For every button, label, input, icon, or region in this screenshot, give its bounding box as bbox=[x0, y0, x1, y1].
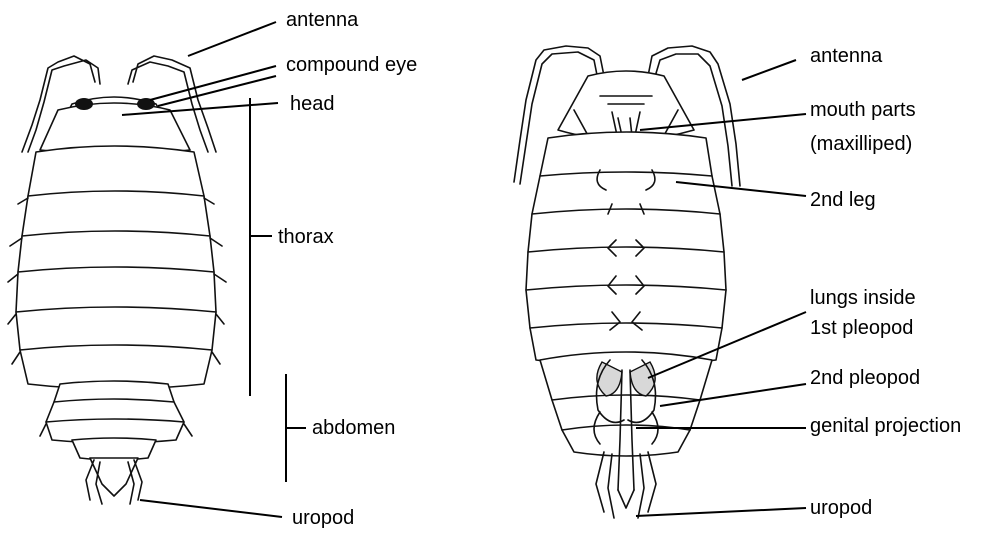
label-abdomen: abdomen bbox=[312, 417, 395, 439]
dorsal-left-eye bbox=[75, 98, 93, 110]
label-compound-eye: compound eye bbox=[286, 54, 417, 76]
dorsal-abdomen-segments bbox=[40, 381, 192, 460]
dorsal-brackets bbox=[250, 98, 306, 482]
dorsal-thorax-segments bbox=[8, 146, 226, 389]
ventral-thorax-segments bbox=[526, 132, 726, 366]
label-ventral-antenna: antenna bbox=[810, 45, 883, 67]
ventral-isopod-drawing bbox=[514, 46, 740, 518]
label-ventral-uropod: uropod bbox=[810, 497, 872, 519]
label-lungs-inside: lungs inside bbox=[810, 287, 916, 309]
label-maxilliped: (maxilliped) bbox=[810, 133, 912, 155]
label-thorax: thorax bbox=[278, 226, 334, 248]
dorsal-isopod-drawing bbox=[8, 56, 226, 504]
label-genital-projection: genital projection bbox=[810, 415, 961, 437]
label-head: head bbox=[290, 93, 335, 115]
ventral-uropods bbox=[596, 452, 656, 518]
label-mouth-parts: mouth parts bbox=[810, 99, 916, 121]
label-dorsal-antenna: antenna bbox=[286, 9, 359, 31]
label-dorsal-uropod: uropod bbox=[292, 507, 354, 529]
ventral-head bbox=[558, 71, 694, 140]
label-first-pleopod: 1st pleopod bbox=[810, 317, 913, 339]
label-second-leg: 2nd leg bbox=[810, 189, 876, 211]
ventral-abdomen bbox=[540, 352, 712, 490]
label-second-pleopod: 2nd pleopod bbox=[810, 367, 920, 389]
